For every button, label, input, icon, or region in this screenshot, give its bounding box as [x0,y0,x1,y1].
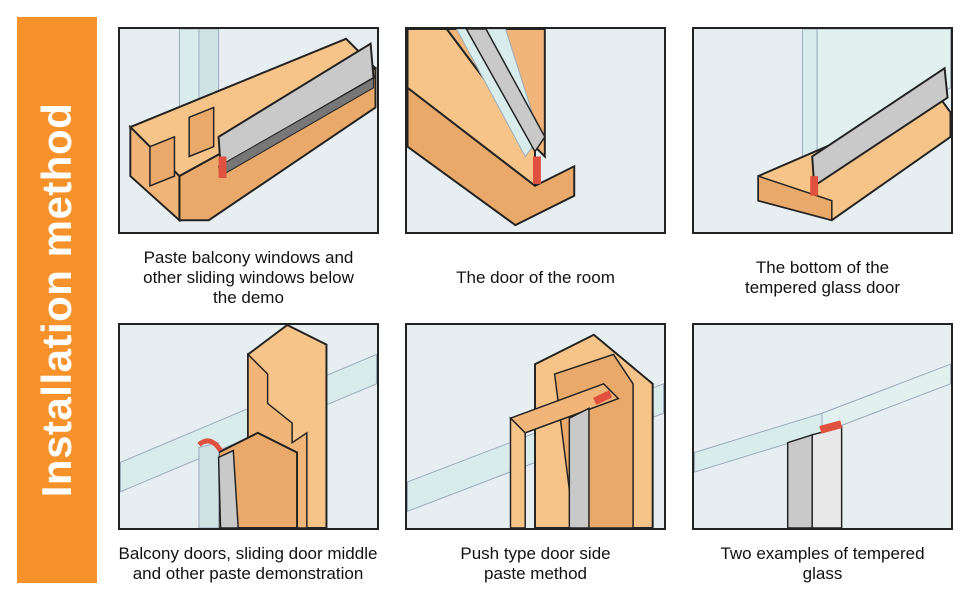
sidebar-title: Installation method [33,102,80,498]
sidebar-banner [17,17,97,583]
illustration-tempered-glass-examples [692,323,953,530]
illustration-room-door [405,27,666,234]
caption-room-door: The door of the room [456,268,615,287]
caption-balcony-sliding-door: Balcony doors, sliding door middle and o… [118,544,378,583]
illustration-balcony-sliding-door [118,323,379,530]
caption-glass-door-bottom: The bottom of the tempered glass door [745,258,900,297]
caption-push-door-side: Push type door side paste method [460,544,611,583]
caption-balcony-window: Paste balcony windows and other sliding … [143,248,354,307]
caption-tempered-glass-examples: Two examples of tempered glass [720,544,925,583]
illustration-push-door-side [405,323,666,530]
illustration-glass-door-bottom [692,27,953,234]
illustration-balcony-window [118,27,379,234]
